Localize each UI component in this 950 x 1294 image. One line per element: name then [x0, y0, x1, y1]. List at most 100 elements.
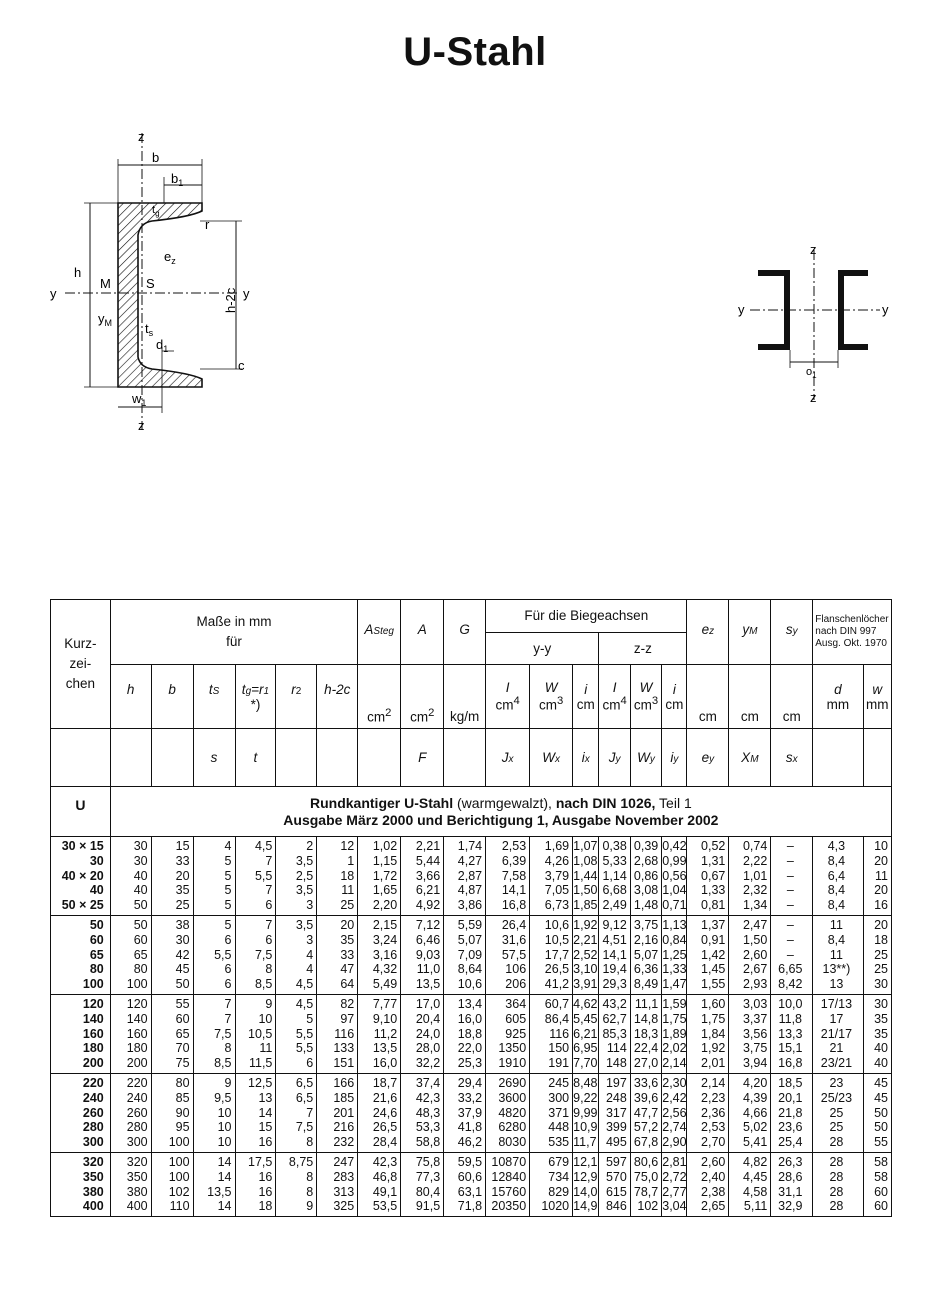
table-value: 20,4	[415, 1011, 441, 1026]
table-value: 1,50	[742, 932, 768, 947]
table-value: 6,95	[573, 1041, 598, 1056]
table-value: 78,7	[633, 1184, 659, 1199]
table-value: 5	[224, 917, 232, 932]
table-value: 71,8	[457, 1199, 483, 1214]
table-value: 6,46	[415, 932, 441, 947]
table-value: 0,52	[701, 839, 726, 853]
table-value: 55	[874, 1135, 888, 1150]
table-value: 6,21	[573, 1026, 598, 1041]
col-tg: tg=r1*)	[234, 664, 277, 729]
profile-name: 50	[89, 917, 104, 932]
table-value: 4,5	[254, 839, 273, 853]
table-value: 1,01	[742, 868, 768, 883]
header-biegeachsen: Für die Biegeachsen	[485, 599, 688, 633]
header-asteg: ASteg	[357, 599, 402, 665]
table-value: 206	[505, 977, 527, 992]
table-value: 2,14	[662, 1056, 687, 1071]
table-value: 5,5	[214, 947, 232, 962]
table-value: 42	[175, 947, 190, 962]
table-value: 6,39	[501, 853, 527, 868]
table-value: 371	[548, 1105, 570, 1120]
table-value: 1,44	[573, 868, 598, 883]
table-value: 4,20	[742, 1075, 768, 1090]
table-value: 2,74	[662, 1120, 687, 1135]
section-title: Rundkantiger U-Stahl (warmgewalzt), nach…	[109, 786, 893, 837]
table-value: 2,22	[742, 853, 768, 868]
table-value: 2,5	[295, 868, 314, 883]
table-value: 200	[126, 1056, 148, 1071]
table-value: 535	[548, 1135, 570, 1150]
table-value: 100	[126, 977, 148, 992]
old-symbols-blank	[50, 728, 111, 787]
table-value: 5,41	[742, 1135, 768, 1150]
table-value: 33	[340, 947, 355, 962]
table-value: 100	[168, 1169, 190, 1184]
table-value: 23	[829, 1075, 844, 1090]
old-symbol-ix: ix	[572, 728, 600, 787]
table-value: 1350	[498, 1041, 527, 1056]
table-value: 85	[175, 1090, 190, 1105]
table-value: 1,14	[602, 868, 627, 883]
table-value: 10	[874, 839, 888, 853]
table-value: 3,5	[295, 917, 314, 932]
table-value: 20	[874, 853, 888, 868]
table-value: 10,0	[778, 996, 803, 1011]
table-value: 313	[333, 1184, 355, 1199]
table-value: 15760	[491, 1184, 527, 1199]
table-value: 20	[175, 868, 190, 883]
profile-name: 180	[82, 1041, 104, 1056]
table-value: 4820	[498, 1105, 527, 1120]
table-value: 15,1	[778, 1041, 803, 1056]
table-value: 2,56	[662, 1105, 687, 1120]
table-value: 28	[829, 1199, 844, 1214]
table-value: 24,0	[415, 1026, 441, 1041]
table-value: 7,05	[544, 883, 570, 898]
table-value: 80,6	[633, 1154, 659, 1169]
table-value: 3,24	[372, 932, 398, 947]
table-value: 140	[126, 1011, 148, 1026]
table-value: –	[786, 947, 794, 962]
table-value: 5,07	[633, 947, 659, 962]
old-symbol-jy: Jy	[598, 728, 631, 787]
table-value: 25	[874, 947, 888, 962]
table-value: 30	[874, 977, 888, 992]
left-channel	[758, 270, 790, 350]
old-symbol-jx: Jx	[485, 728, 531, 787]
table-value: 97	[340, 1011, 355, 1026]
old-symbol-xm: XM	[728, 728, 772, 787]
fig1-ez-label: ez	[164, 249, 176, 266]
table-value: 3,91	[573, 977, 598, 992]
table-value: 14	[217, 1169, 232, 1184]
table-value: 21/17	[820, 1026, 853, 1041]
table-value: 7	[265, 917, 273, 932]
table-value: 8	[306, 1135, 314, 1150]
table-value: 350	[126, 1169, 148, 1184]
table-value: 2,30	[662, 1075, 687, 1090]
table-value: 10,5	[544, 932, 570, 947]
table-value: 91,5	[415, 1199, 441, 1214]
table-value: 4,27	[457, 853, 483, 868]
table-value: 4,58	[742, 1184, 768, 1199]
table-value: 13,5	[372, 1041, 398, 1056]
table-value: 8,42	[778, 977, 803, 992]
table-value: 9,5	[214, 1090, 232, 1105]
